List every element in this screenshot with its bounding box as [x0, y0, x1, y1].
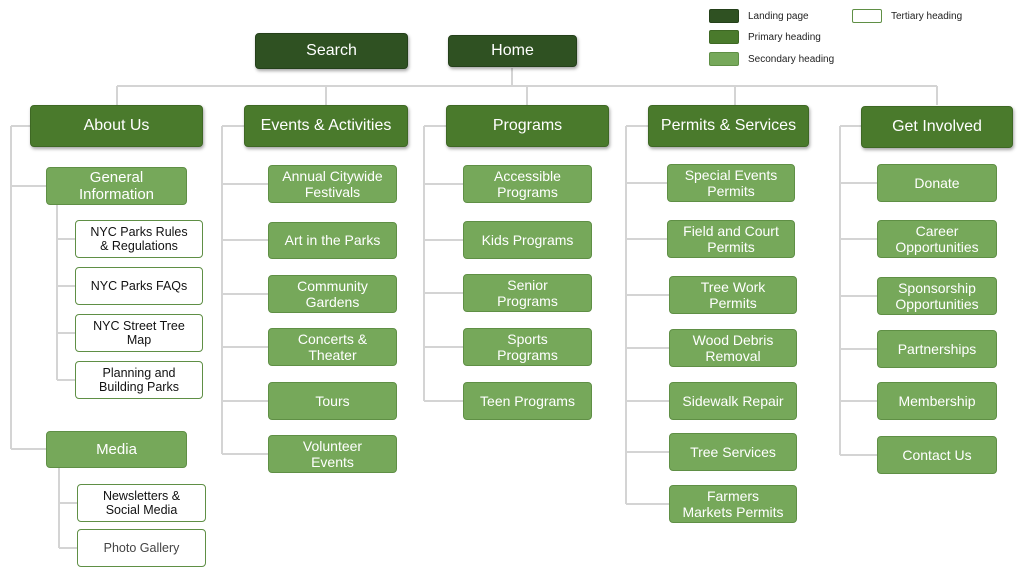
legend-swatch-landing: [709, 9, 739, 23]
tertiary-photo-gallery[interactable]: Photo Gallery: [77, 529, 206, 567]
secondary-permit-item[interactable]: Field and Court Permits: [667, 220, 795, 258]
secondary-involved-item[interactable]: Sponsorship Opportunities: [877, 277, 997, 315]
secondary-program-item[interactable]: Senior Programs: [463, 274, 592, 312]
legend-swatch-primary: [709, 30, 739, 44]
primary-get-involved[interactable]: Get Involved: [861, 106, 1013, 148]
primary-about-us[interactable]: About Us: [30, 105, 203, 147]
primary-events-activities[interactable]: Events & Activities: [244, 105, 408, 147]
secondary-permit-item[interactable]: Sidewalk Repair: [669, 382, 797, 420]
secondary-involved-item[interactable]: Contact Us: [877, 436, 997, 474]
secondary-event-item[interactable]: Art in the Parks: [268, 222, 397, 259]
secondary-event-item[interactable]: Annual Citywide Festivals: [268, 165, 397, 203]
secondary-involved-item[interactable]: Membership: [877, 382, 997, 420]
secondary-program-item[interactable]: Teen Programs: [463, 382, 592, 420]
secondary-program-item[interactable]: Accessible Programs: [463, 165, 592, 203]
secondary-event-item[interactable]: Community Gardens: [268, 275, 397, 313]
secondary-event-item[interactable]: Concerts & Theater: [268, 328, 397, 366]
secondary-permit-item[interactable]: Wood Debris Removal: [669, 329, 797, 367]
secondary-program-item[interactable]: Kids Programs: [463, 221, 592, 259]
secondary-program-item[interactable]: Sports Programs: [463, 328, 592, 366]
legend-label: Primary heading: [748, 31, 821, 43]
primary-permits-services[interactable]: Permits & Services: [648, 105, 809, 147]
legend-label: Landing page: [748, 10, 809, 22]
secondary-permit-item[interactable]: Special Events Permits: [667, 164, 795, 202]
secondary-involved-item[interactable]: Partnerships: [877, 330, 997, 368]
search-node[interactable]: Search: [255, 33, 408, 69]
tertiary-street-tree-map[interactable]: NYC Street Tree Map: [75, 314, 203, 352]
secondary-event-item[interactable]: Tours: [268, 382, 397, 420]
secondary-general-information[interactable]: General Information: [46, 167, 187, 205]
tertiary-parks-faqs[interactable]: NYC Parks FAQs: [75, 267, 203, 305]
legend-item-secondary: Secondary heading: [709, 52, 834, 66]
secondary-permit-item[interactable]: Tree Services: [669, 433, 797, 471]
tertiary-parks-rules[interactable]: NYC Parks Rules & Regulations: [75, 220, 203, 258]
secondary-permit-item[interactable]: Farmers Markets Permits: [669, 485, 797, 523]
legend-swatch-tertiary: [852, 9, 882, 23]
legend-swatch-secondary: [709, 52, 739, 66]
legend-label: Secondary heading: [748, 53, 835, 65]
legend-item-primary: Primary heading: [709, 30, 821, 44]
secondary-involved-item[interactable]: Donate: [877, 164, 997, 202]
tertiary-newsletters[interactable]: Newsletters & Social Media: [77, 484, 206, 522]
primary-programs[interactable]: Programs: [446, 105, 609, 147]
secondary-event-item[interactable]: Volunteer Events: [268, 435, 397, 473]
secondary-media[interactable]: Media: [46, 431, 187, 468]
secondary-permit-item[interactable]: Tree Work Permits: [669, 276, 797, 314]
secondary-involved-item[interactable]: Career Opportunities: [877, 220, 997, 258]
legend-label: Tertiary heading: [891, 10, 963, 22]
legend-item-landing: Landing page: [709, 9, 809, 23]
home-node[interactable]: Home: [448, 35, 577, 67]
legend-item-tertiary: Tertiary heading: [852, 9, 962, 23]
tertiary-planning-building[interactable]: Planning and Building Parks: [75, 361, 203, 399]
